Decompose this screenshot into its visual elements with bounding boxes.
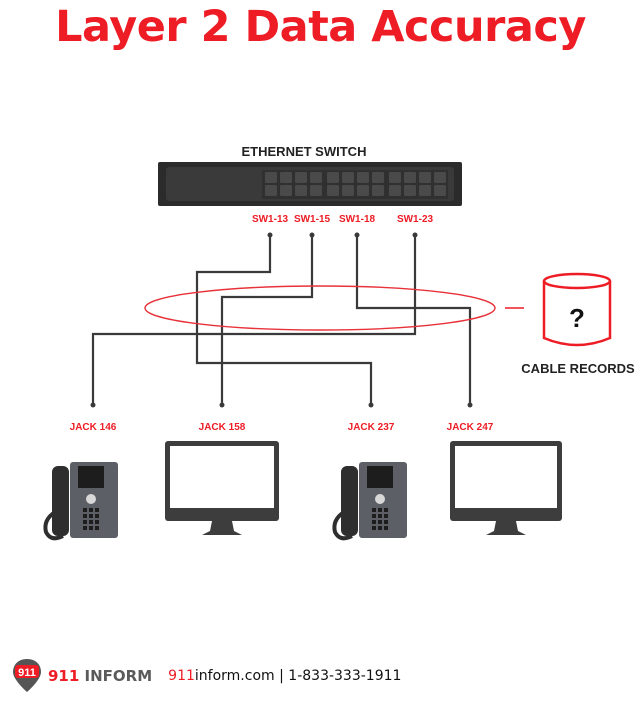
switch-port — [357, 172, 369, 183]
switch-port — [389, 185, 401, 196]
switch-port — [357, 185, 369, 196]
cable-records-label: CABLE RECORDS — [521, 361, 635, 376]
logo-pin-icon: 911 — [13, 659, 41, 692]
switch-port — [265, 172, 277, 183]
wire-endpoints — [90, 232, 473, 408]
switch-port — [310, 172, 322, 183]
switch-port — [280, 185, 292, 196]
page-title: Layer 2 Data Accuracy — [55, 2, 586, 52]
desk-phone-icon — [332, 462, 407, 541]
port-label: SW1-13 — [252, 214, 289, 225]
switch-port — [434, 185, 446, 196]
brand-name: 911 INFORM — [48, 667, 153, 685]
contact-info: 911inform.com | 1-833-333-1911 — [168, 668, 402, 684]
switch-port — [265, 185, 277, 196]
wire-sw1-13-jack-237 — [195, 235, 373, 405]
switch-ports — [265, 172, 446, 196]
footer: 911 911 INFORM 911inform.com | 1-833-333… — [12, 659, 402, 692]
switch-port — [372, 172, 384, 183]
switch-port — [327, 185, 339, 196]
switch-port — [327, 172, 339, 183]
monitor-icon — [450, 441, 562, 535]
jack-label: JACK 237 — [348, 422, 395, 433]
switch-port — [419, 185, 431, 196]
jack-label: JACK 247 — [447, 422, 494, 433]
switch-port — [434, 172, 446, 183]
switch-port — [404, 172, 416, 183]
wire-sw1-18-jack-247 — [355, 235, 472, 405]
wire-sw1-15-jack-158 — [220, 235, 314, 405]
desk-phone-icon — [43, 462, 118, 541]
switch-port — [295, 172, 307, 183]
monitor-icon — [165, 441, 279, 535]
switch-port — [342, 185, 354, 196]
wires — [91, 235, 472, 405]
switch-port — [404, 185, 416, 196]
unknown-symbol: ? — [569, 303, 585, 333]
switch-label: ETHERNET SWITCH — [242, 144, 367, 159]
port-label: SW1-15 — [294, 214, 331, 225]
switch-port — [342, 172, 354, 183]
highlight-ellipse — [144, 285, 496, 331]
switch-port — [310, 185, 322, 196]
port-label: SW1-23 — [397, 214, 434, 225]
jack-label: JACK 158 — [199, 422, 246, 433]
switch-port — [389, 172, 401, 183]
switch-port — [419, 172, 431, 183]
switch-port — [280, 172, 292, 183]
switch-port — [295, 185, 307, 196]
database-icon — [542, 272, 612, 347]
port-label: SW1-18 — [339, 214, 376, 225]
svg-text:911: 911 — [18, 667, 36, 679]
ethernet-switch — [158, 162, 462, 206]
wire-sw1-23-jack-146 — [91, 235, 417, 405]
switch-port — [372, 185, 384, 196]
jack-label: JACK 146 — [70, 422, 117, 433]
